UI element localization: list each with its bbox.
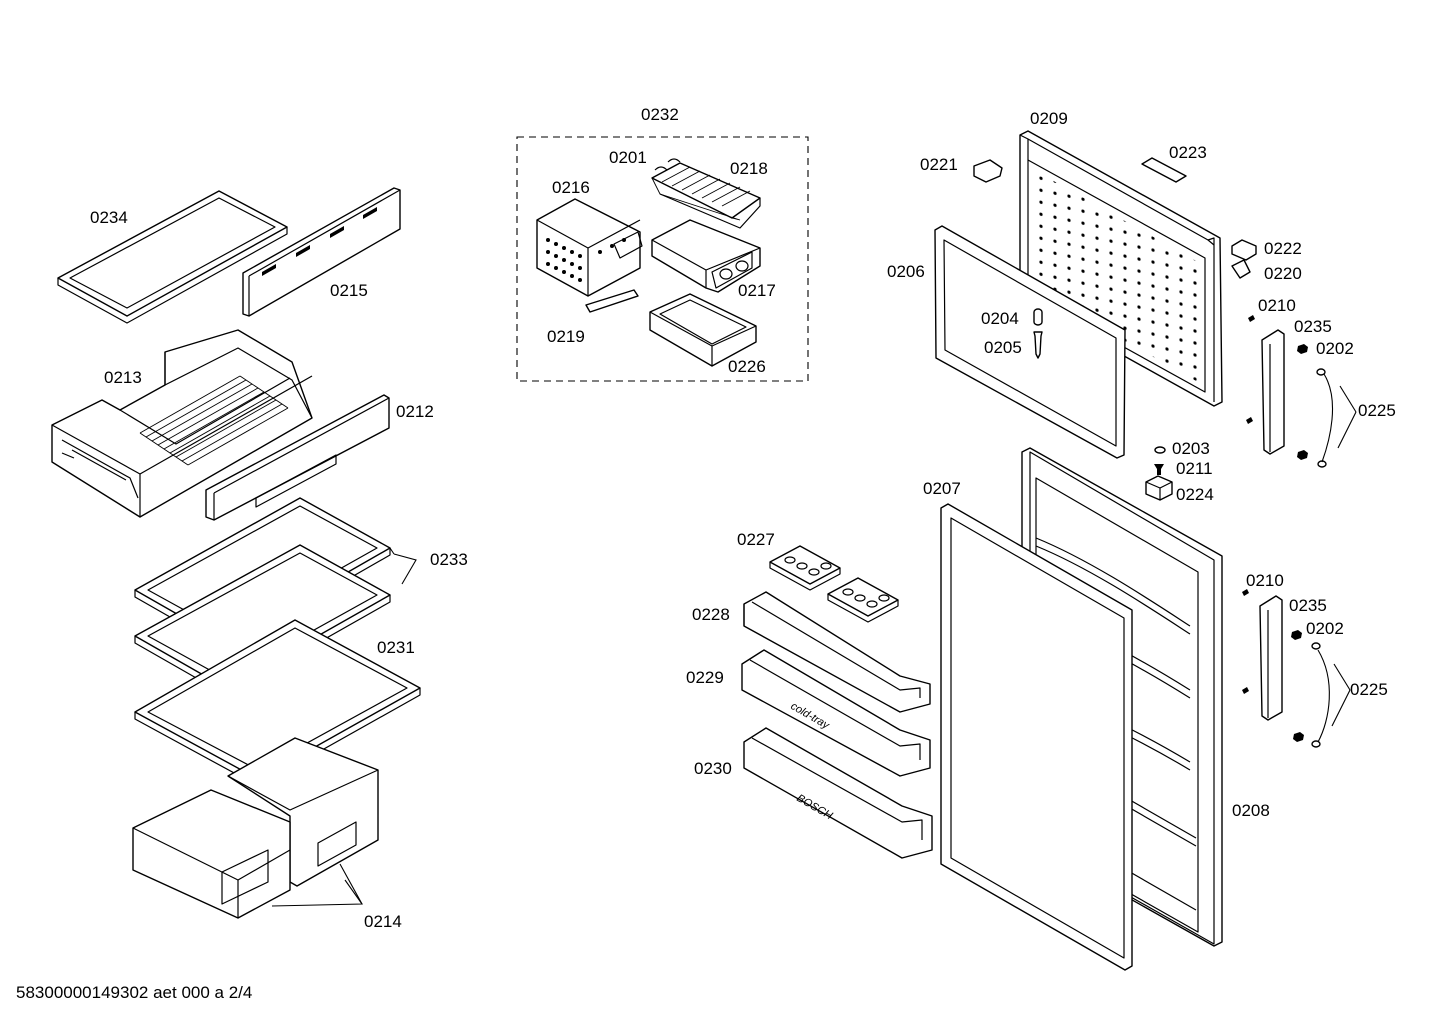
leader-lines	[271, 385, 1357, 907]
label-0216: 0216	[552, 178, 590, 197]
part-0212-front-strip	[205, 394, 390, 521]
label-0229: 0229	[686, 668, 724, 687]
label-0213: 0213	[104, 368, 142, 387]
part-0214-crisper-boxes	[132, 737, 379, 919]
label-0231: 0231	[377, 638, 415, 657]
label-0207: 0207	[923, 479, 961, 498]
label-0202-upper: 0202	[1316, 339, 1354, 358]
part-0218-ice-tray	[651, 158, 761, 229]
label-0211: 0211	[1176, 459, 1213, 478]
label-0218: 0218	[730, 159, 768, 178]
callout-labels: 0234 0215 0213 0212 0233 0231 0214 0232 …	[90, 105, 1396, 931]
label-0235-lower: 0235	[1289, 596, 1327, 615]
label-0235-upper: 0235	[1294, 317, 1332, 336]
label-0225-lower: 0225	[1350, 680, 1388, 699]
label-0215: 0215	[330, 281, 368, 300]
part-0210-screw-upper	[1246, 315, 1255, 424]
label-0226: 0226	[728, 357, 766, 376]
label-0206: 0206	[887, 262, 925, 281]
label-0234: 0234	[90, 208, 128, 227]
label-0204: 0204	[981, 309, 1019, 328]
part-0216-ice-box	[536, 198, 643, 297]
label-0232: 0232	[641, 105, 679, 124]
label-0205: 0205	[984, 338, 1022, 357]
label-0224: 0224	[1176, 485, 1214, 504]
label-0223: 0223	[1169, 143, 1207, 162]
part-0207-fridge-gasket	[940, 503, 1133, 971]
label-0209: 0209	[1030, 109, 1068, 128]
label-0210-lower: 0210	[1246, 571, 1284, 590]
label-0233: 0233	[430, 550, 468, 569]
document-code: 58300000149302 aet 000 a 2/4	[16, 983, 252, 1002]
label-0230: 0230	[694, 759, 732, 778]
part-0226-tray	[649, 293, 757, 367]
part-0225-cable-lower	[1311, 642, 1330, 748]
part-0213-drawer	[51, 329, 313, 518]
label-0228: 0228	[692, 605, 730, 624]
part-0209-freezer-door	[1019, 130, 1223, 407]
part-0224-bearing	[1145, 475, 1173, 501]
label-0210-upper: 0210	[1258, 296, 1296, 315]
label-0202-lower: 0202	[1306, 619, 1344, 638]
part-0227-egg-trays	[769, 545, 899, 623]
part-0232-ice-kit-frame	[516, 136, 809, 382]
label-0212: 0212	[396, 402, 434, 421]
label-0217: 0217	[738, 281, 776, 300]
part-0205-screw	[1033, 331, 1043, 359]
part-0203-cap	[1154, 446, 1166, 454]
part-0234-glass-shelf	[57, 190, 288, 324]
label-0222: 0222	[1264, 239, 1302, 258]
part-0211-screw	[1154, 464, 1164, 475]
part-0228-door-bin	[743, 591, 931, 713]
label-0208: 0208	[1232, 801, 1270, 820]
label-0219: 0219	[547, 327, 585, 346]
label-0214: 0214	[364, 912, 402, 931]
part-0202-screw-upper	[1297, 344, 1308, 460]
part-0219-strip	[585, 289, 639, 313]
part-0231-glass-shelf	[134, 619, 421, 787]
part-0215-panel	[242, 187, 401, 317]
label-0203: 0203	[1172, 439, 1210, 458]
label-0201: 0201	[609, 148, 647, 167]
part-0223-label	[1141, 157, 1187, 183]
part-0222-cap	[1231, 239, 1257, 261]
part-0210-screw-lower	[1242, 589, 1249, 694]
part-0217-ice-drawer	[651, 219, 761, 293]
part-0235-hinge-lower	[1259, 595, 1283, 721]
part-0235-hinge-upper	[1261, 329, 1285, 455]
label-0225-upper: 0225	[1358, 401, 1396, 420]
label-0227: 0227	[737, 530, 775, 549]
part-0206-freezer-gasket	[934, 225, 1126, 459]
part-0202-screw-lower	[1291, 630, 1304, 742]
part-0221-clip	[973, 159, 1003, 183]
label-0221: 0221	[920, 155, 958, 174]
label-0220: 0220	[1264, 264, 1302, 283]
part-0220-plate	[1231, 259, 1251, 279]
part-0204-cap	[1033, 308, 1043, 326]
part-0225-cable-upper	[1316, 368, 1334, 468]
